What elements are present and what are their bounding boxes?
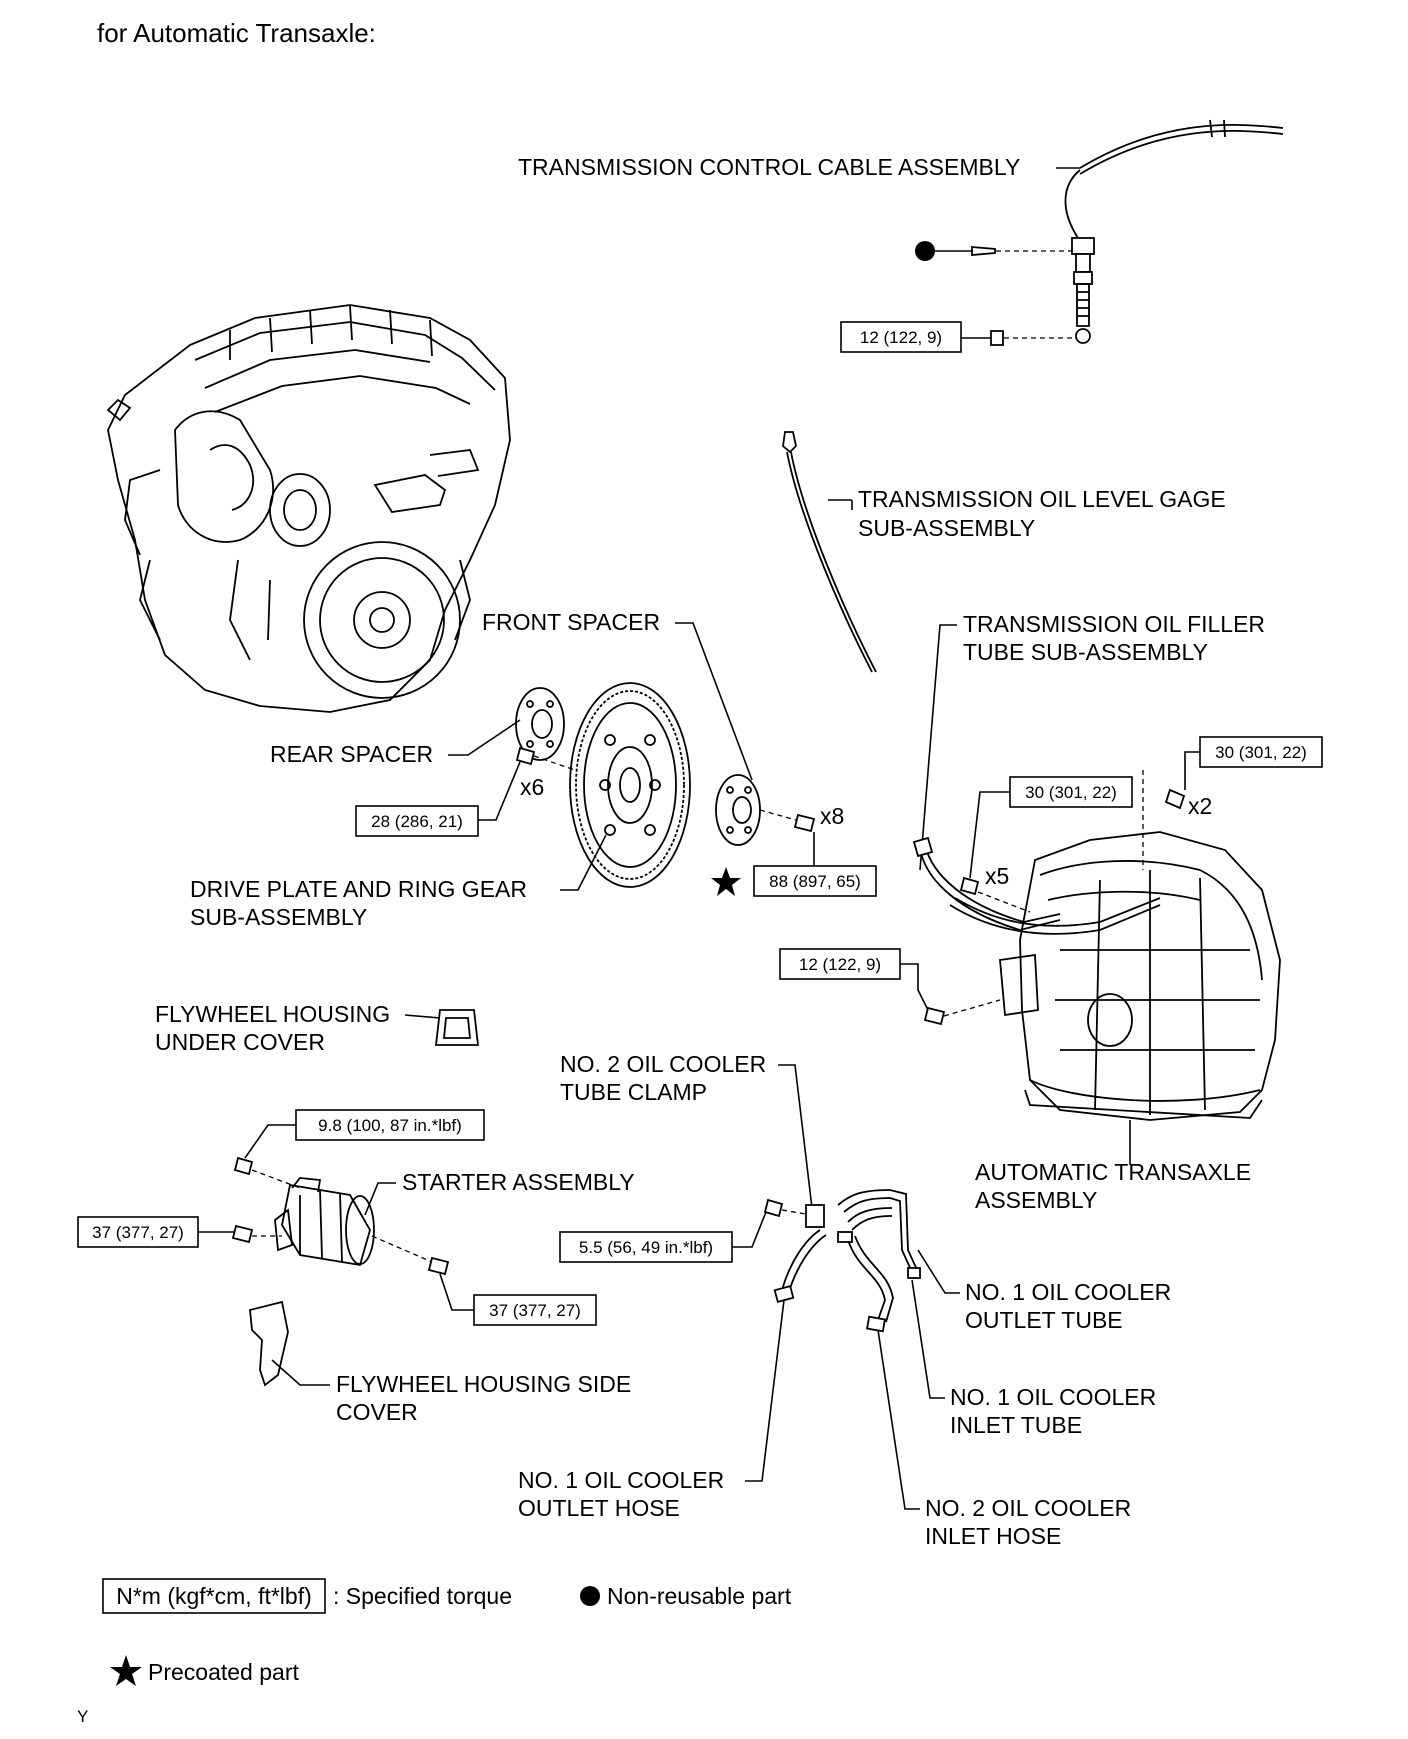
- cable-label: TRANSMISSION CONTROL CABLE ASSEMBLY: [518, 154, 1020, 180]
- gage-label-2: SUB-ASSEMBLY: [858, 515, 1035, 541]
- torque-rear: 28 (286, 21): [371, 812, 463, 831]
- corner-mark: Y: [77, 1707, 88, 1726]
- torque-flywheel: 88 (897, 65): [769, 872, 861, 891]
- flywheel-under-cover: [434, 1009, 480, 1046]
- legend-torque-box: [102, 1578, 326, 1614]
- inlet-tube-label-2: INLET TUBE: [950, 1412, 1082, 1438]
- torque-cable-nut: 12 (122, 9): [860, 328, 942, 347]
- rear-spacer: [515, 687, 565, 761]
- flywheel-bolt: [793, 813, 816, 833]
- starter-right-bolt: [427, 1256, 450, 1276]
- cable-clip: [971, 246, 996, 256]
- legend-precoated-star-icon: [110, 1655, 142, 1686]
- torque-starter-left: 37 (377, 27): [92, 1223, 184, 1242]
- engine-illustration: [106, 304, 511, 713]
- heading: for Automatic Transaxle:: [97, 18, 376, 48]
- torque-box-ta-top-right: [1199, 736, 1323, 768]
- legend-precoated-text: Precoated part: [148, 1659, 299, 1685]
- torque-starter-right: 37 (377, 27): [489, 1301, 581, 1320]
- transaxle-label-1: AUTOMATIC TRANSAXLE: [975, 1159, 1251, 1185]
- flywheel-side-cover: [249, 1300, 289, 1387]
- clamp-label-1: NO. 2 OIL COOLER: [560, 1051, 766, 1077]
- inlet-tube-label-1: NO. 1 OIL COOLER: [950, 1384, 1156, 1410]
- torque-ta-side: 12 (122, 9): [799, 955, 881, 974]
- multiplier-ta-top: x2: [1188, 793, 1212, 819]
- non-reusable-dot-icon: [915, 241, 935, 261]
- flywheel-under-label-1: FLYWHEEL HOUSING: [155, 1001, 390, 1027]
- front-spacer: [715, 774, 761, 846]
- legend-non-reusable-dot-icon: [580, 1586, 600, 1606]
- rear-bolt: [515, 746, 536, 766]
- outlet-hose-label-2: OUTLET HOSE: [518, 1495, 680, 1521]
- filler-label-2: TUBE SUB-ASSEMBLY: [963, 639, 1208, 665]
- cable-nut: [990, 330, 1004, 346]
- outlet-tube-label-1: NO. 1 OIL COOLER: [965, 1279, 1171, 1305]
- drive-plate-label-2: SUB-ASSEMBLY: [190, 904, 367, 930]
- side-cover-label-1: FLYWHEEL HOUSING SIDE: [336, 1371, 631, 1397]
- torque-box-rear: [355, 805, 479, 837]
- drive-plate-label-1: DRIVE PLATE AND RING GEAR: [190, 876, 527, 902]
- clamp-label-2: TUBE CLAMP: [560, 1079, 707, 1105]
- filler-label-1: TRANSMISSION OIL FILLER: [963, 611, 1265, 637]
- starter-top-bolt: [233, 1156, 254, 1176]
- drive-plate-ring-gear: [569, 682, 691, 888]
- multiplier-flywheel: x8: [820, 803, 844, 829]
- torque-box-cable-nut: [840, 321, 962, 353]
- gage-label-1: TRANSMISSION OIL LEVEL GAGE: [858, 486, 1226, 512]
- torque-starter-top: 9.8 (100, 87 in.*lbf): [318, 1116, 462, 1135]
- ta-side-bolt-lower: [923, 1006, 946, 1026]
- torque-box-clamp: [559, 1231, 733, 1263]
- torque-clamp: 5.5 (56, 49 in.*lbf): [579, 1238, 713, 1257]
- legend-torque-box-text: N*m (kgf*cm, ft*lbf): [116, 1583, 312, 1609]
- automatic-transaxle: [912, 831, 1281, 1121]
- front-spacer-label: FRONT SPACER: [482, 609, 660, 635]
- torque-ta-top-right: 30 (301, 22): [1215, 743, 1307, 762]
- torque-ta-top-left: 30 (301, 22): [1025, 783, 1117, 802]
- inlet-hose-label-1: NO. 2 OIL COOLER: [925, 1495, 1131, 1521]
- oil-cooler-tube-clamp: [805, 1204, 825, 1228]
- starter-label: STARTER ASSEMBLY: [402, 1169, 635, 1195]
- transaxle-label-2: ASSEMBLY: [975, 1187, 1097, 1213]
- precoated-star-icon: [711, 867, 741, 896]
- transmission-control-cable: [1064, 119, 1284, 344]
- ta-top-bolt: [1164, 788, 1186, 810]
- outlet-hose-label-1: NO. 1 OIL COOLER: [518, 1467, 724, 1493]
- side-cover-label-2: COVER: [336, 1399, 418, 1425]
- flywheel-under-label-2: UNDER COVER: [155, 1029, 325, 1055]
- legend-nonreusable-text: Non-reusable part: [607, 1583, 792, 1609]
- torque-box-starter-right: [473, 1294, 597, 1326]
- oil-level-gage: [782, 431, 877, 673]
- starter-assembly: [274, 1177, 375, 1267]
- oil-cooler-tubes: [773, 1189, 921, 1333]
- rear-spacer-label: REAR SPACER: [270, 741, 433, 767]
- multiplier-ta-side: x5: [985, 863, 1009, 889]
- multiplier-rear: x6: [520, 774, 544, 800]
- clamp-bolt: [763, 1198, 784, 1218]
- inlet-hose-label-2: INLET HOSE: [925, 1523, 1061, 1549]
- torque-box-starter-top: [295, 1109, 485, 1141]
- legend: N*m (kgf*cm, ft*lbf) : Specified torque …: [102, 1578, 792, 1686]
- outlet-tube-label-2: OUTLET TUBE: [965, 1307, 1123, 1333]
- torque-box-flywheel: [753, 865, 877, 897]
- legend-torque-text: : Specified torque: [333, 1583, 512, 1609]
- ta-side-bolt-upper: [959, 876, 980, 896]
- starter-left-bolt: [231, 1224, 254, 1244]
